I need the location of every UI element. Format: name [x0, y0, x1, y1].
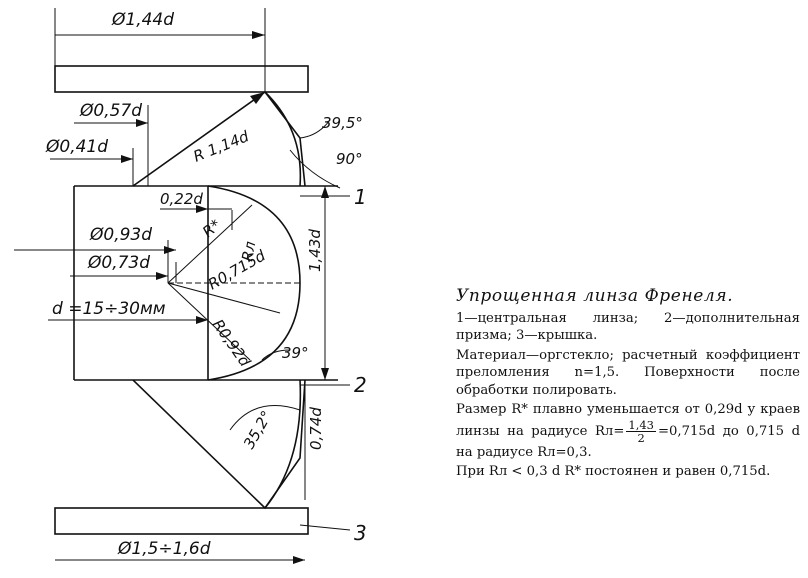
caption-legend: 1—центральная линза; 2—дополнительная пр…	[456, 310, 800, 344]
lens-drawing-svg: Ø1,44d Ø0,57d Ø0,41d R 1,14d 39,5° 90° 0…	[14, 8, 367, 564]
dim-outer-cover: Ø1,44d	[111, 10, 174, 30]
callout-3: 3	[354, 521, 367, 545]
dim-057: Ø0,57d	[79, 101, 142, 121]
dim-073: Ø0,73d	[87, 253, 150, 273]
caption-material: Материал—оргстекло; расчетный коэффициен…	[456, 347, 800, 398]
callout-2: 2	[354, 373, 367, 397]
caption-size-text-1: Размер R* плавно уменьшается от 0,29d у …	[456, 402, 800, 439]
caption-size-text-2: =0,715d до 0,715 d на радиусе Rл=0,3.	[456, 423, 801, 460]
fraction-denominator: 2	[637, 430, 645, 445]
dim-rlens: Rл	[238, 239, 259, 262]
dim-093: Ø0,93d	[89, 225, 152, 245]
dim-143: 1,43d	[306, 229, 324, 272]
dim-r114: R 1,14d	[191, 127, 252, 166]
caption-size-note: Размер R* плавно уменьшается от 0,29d у …	[456, 401, 800, 461]
angle-395: 39,5°	[322, 114, 363, 132]
angle-90: 90°	[336, 150, 363, 168]
bottom-cover-plate	[54, 507, 309, 535]
angle-39: 39°	[282, 344, 309, 362]
caption-eq: =	[613, 423, 625, 439]
figure-caption: Упрощенная линза Френеля. 1—центральная …	[456, 286, 800, 483]
dim-022: 0,22d	[160, 190, 203, 208]
dim-d-range: d =15÷30мм	[52, 299, 166, 319]
caption-size-text-3: При Rл < 0,3 d R* постоянен и равен 0,71…	[456, 464, 771, 479]
caption-title: Упрощенная линза Френеля.	[456, 286, 734, 306]
dim-r092: R0,92d	[209, 316, 255, 370]
dim-041: Ø0,41d	[45, 137, 108, 157]
dim-r0715: R0,715d	[205, 246, 269, 293]
fraction-numerator: 1,43	[626, 417, 656, 432]
dim-rstar: R*	[199, 215, 225, 241]
dim-074: 0,74d	[307, 407, 325, 450]
callout-1: 1	[354, 185, 367, 209]
dim-bottom: Ø1,5÷1,6d	[117, 539, 211, 559]
lens-drawing: Ø1,44d Ø0,57d Ø0,41d R 1,14d 39,5° 90° 0…	[14, 8, 367, 564]
top-cover-plate	[54, 65, 309, 93]
caption-r-symbol: Rл	[595, 423, 614, 439]
lower-prism	[132, 379, 306, 510]
